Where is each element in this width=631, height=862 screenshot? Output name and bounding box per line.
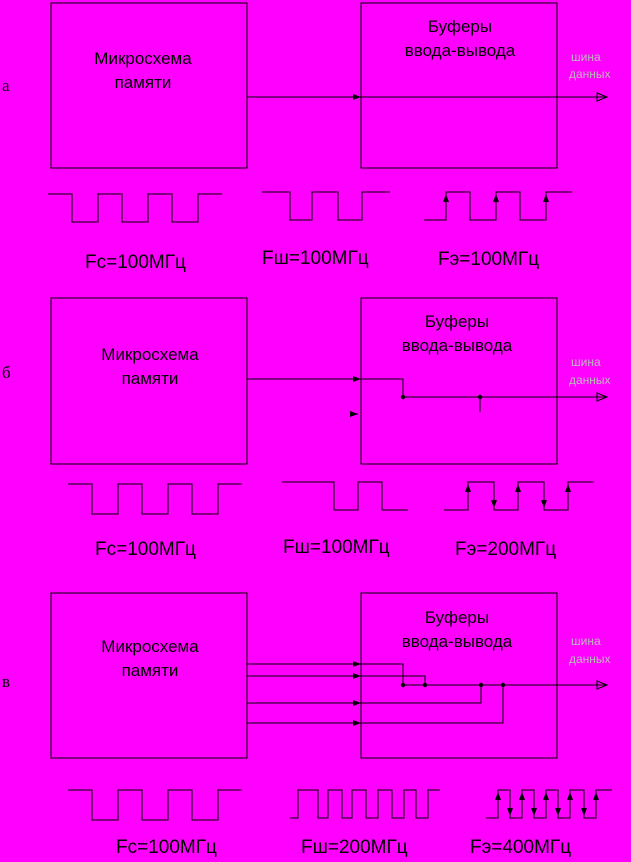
io-buffer-label-line1: Буферы <box>425 608 489 627</box>
effective-frequency-label: Fэ=100МГц <box>438 249 539 270</box>
buffer-wire <box>361 663 404 685</box>
panel-a: а Микросхема памяти Буферы ввода-вывода … <box>2 2 611 273</box>
buffer-wire <box>361 685 504 724</box>
junction-dot <box>400 682 406 688</box>
chip-frequency-label: Fc=100МГц <box>85 252 186 273</box>
io-buffer-label-line2: ввода-вывода <box>402 336 513 355</box>
bus-clock-waveform <box>262 191 390 221</box>
io-buffer-label-line1: Буферы <box>428 17 492 36</box>
junction-dot <box>422 682 428 688</box>
panel-label: а <box>2 76 10 95</box>
chip-frequency-label: Fc=100МГц <box>116 837 217 858</box>
chip-clock-waveform <box>68 789 242 821</box>
memory-chip-label-line1: Микросхема <box>101 345 199 364</box>
buffer-wire <box>361 378 404 397</box>
panel-c: в Микросхема памяти Буферы ввода-вывода … <box>2 592 612 858</box>
io-buffer-label-line1: Буферы <box>425 312 489 331</box>
memory-chip-box <box>50 2 248 169</box>
chip-frequency-label: Fc=100МГц <box>95 539 196 560</box>
panel-label: в <box>2 672 10 691</box>
memory-chip-label-line1: Микросхема <box>94 49 192 68</box>
io-buffer-label-line2: ввода-вывода <box>402 632 513 651</box>
memory-chip-label-line2: памяти <box>122 369 179 388</box>
buffer-wire <box>361 685 482 704</box>
io-buffer-box <box>360 297 558 465</box>
junction-dot <box>500 682 506 688</box>
effective-frequency-label: Fэ=200МГц <box>455 539 556 560</box>
memory-chip-label-line1: Микросхема <box>101 637 199 656</box>
data-bus-label-line2: данных <box>569 373 611 387</box>
chip-clock-waveform <box>48 193 222 223</box>
effective-frequency-label: Fэ=400МГц <box>470 837 571 858</box>
junction-dot <box>478 682 484 688</box>
data-bus-label-line1: шина <box>571 50 601 64</box>
data-bus-label-line2: данных <box>569 652 611 666</box>
panel-label: б <box>2 363 11 382</box>
panel-b: б Микросхема памяти Буферы ввода-вывода … <box>2 297 611 560</box>
buffer-wire <box>361 675 426 685</box>
chip-clock-waveform <box>68 483 242 515</box>
io-buffer-label-line2: ввода-вывода <box>405 41 516 60</box>
bus-frequency-label: Fш=100МГц <box>283 537 390 558</box>
memory-chip-label-line2: памяти <box>115 73 172 92</box>
effective-clock-waveform <box>486 789 612 819</box>
data-bus-label-line1: шина <box>571 634 601 648</box>
bus-clock-waveform <box>290 789 440 819</box>
io-buffer-box <box>360 2 558 169</box>
bus-frequency-label: Fш=200МГц <box>301 837 408 858</box>
bus-clock-waveform <box>282 481 408 511</box>
memory-chip-label-line2: памяти <box>122 661 179 680</box>
memory-chip-box <box>50 297 248 465</box>
effective-clock-waveform <box>444 481 594 511</box>
junction-dot <box>400 394 406 400</box>
data-bus-label-line2: данных <box>569 67 611 81</box>
bus-frequency-label: Fш=100МГц <box>262 248 369 269</box>
data-bus-label-line1: шина <box>571 355 601 369</box>
